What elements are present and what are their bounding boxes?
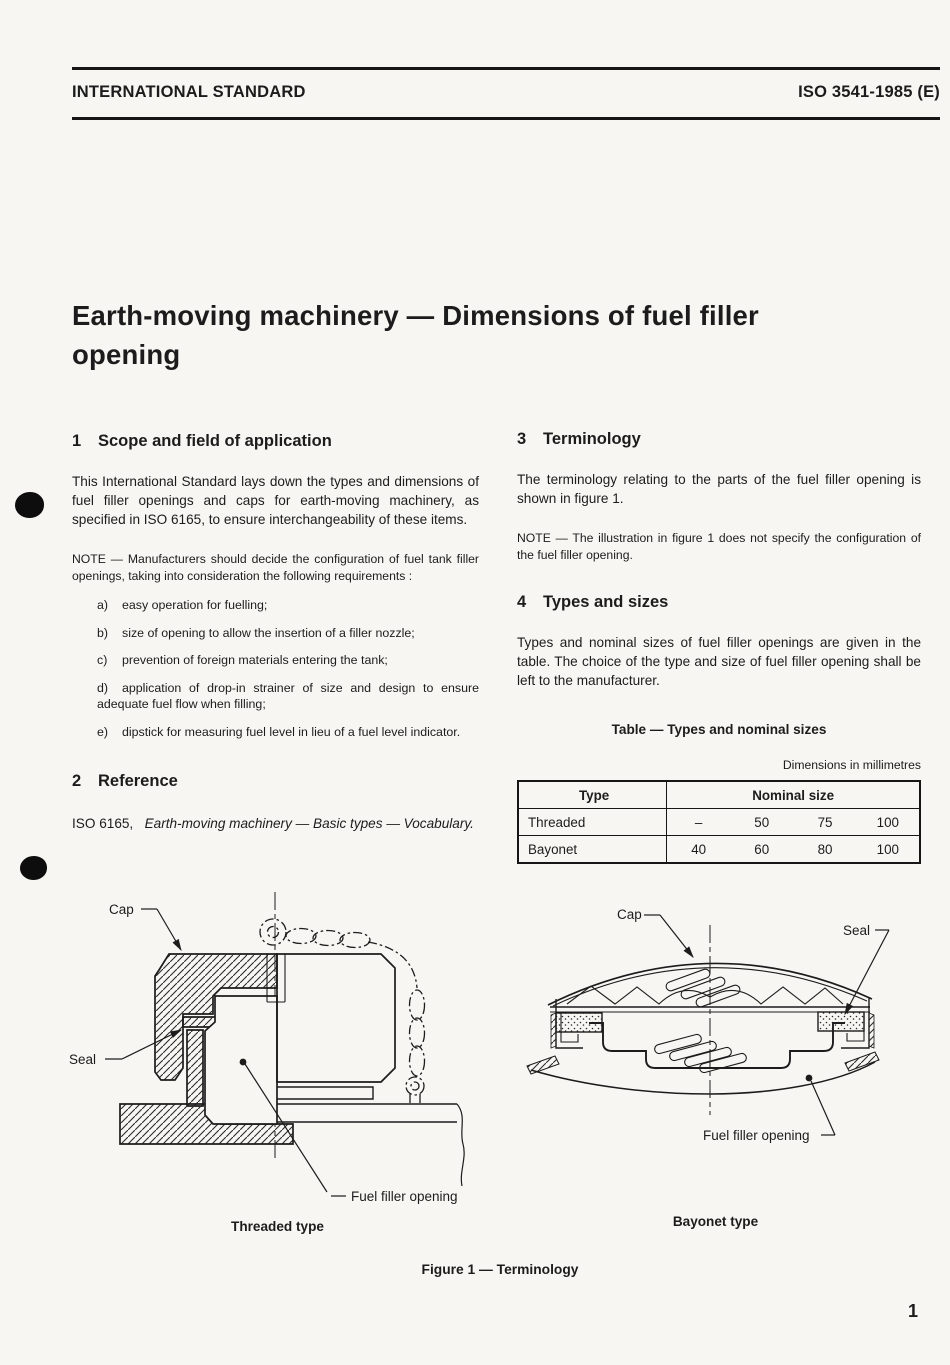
cell-size: 100 [856,835,920,863]
cap-label: Cap [109,902,134,917]
table-title: Table — Types and nominal sizes [611,722,827,737]
standard-number: ISO 3541-1985 (E) [798,83,940,101]
page-number: 1 [908,1301,919,1321]
cap-cross-section [119,953,294,1145]
retaining-chain [259,918,426,1104]
section-4-paragraph: Types and nominal sizes of fuel filler o… [517,635,921,688]
section-1-note: NOTE — Manufacturers should decide the c… [72,552,479,583]
cell-size: – [666,808,731,836]
list-item: b)size of opening to allow the insertion… [97,625,415,640]
requirements-list: a)easy operation for fuelling; b)size of… [72,597,479,740]
punch-hole-mark [20,856,47,880]
cell-size: 100 [856,808,920,836]
punch-hole-mark [15,492,44,518]
reference-entry: ISO 6165, Earth-moving machinery — Basic… [72,816,474,831]
cell-size: 60 [730,835,794,863]
tank-flange [526,1051,880,1095]
tank-wall [530,1061,876,1095]
cap-side-walls [550,997,875,1049]
page-title: Earth-moving machinery — Dimensions of f… [72,300,759,370]
table-row: Threaded – 50 75 100 [518,808,920,836]
list-item: c)prevention of foreign materials enteri… [97,653,388,667]
list-item: a)easy operation for fuelling; [97,598,268,612]
fuel-filler-opening-label: Fuel filler opening [351,1189,458,1204]
wave-spring [566,985,844,1005]
list-item: e)dipstick for measuring fuel level in l… [97,724,461,739]
seal-right [817,1011,865,1032]
cell-type: Threaded [518,808,668,836]
column-header-type: Type [518,781,668,809]
section-3-paragraph: The terminology relating to the parts of… [517,472,921,506]
fuel-filler-opening-label: Fuel filler opening [703,1128,810,1143]
table-row: Bayonet 40 60 80 100 [518,835,920,863]
cap-exterior-view [266,953,465,1187]
coil-spring-upper [665,968,741,1008]
cell-type: Bayonet [518,835,668,863]
filler-neck-section [186,1029,204,1107]
bayonet-type-caption: Bayonet type [672,1214,759,1229]
inner-pan [589,1022,845,1069]
figure-1-caption: Figure 1 — Terminology [421,1262,579,1277]
list-item: d)application of drop-in strainer of siz… [97,680,479,712]
cell-size: 50 [730,808,794,836]
leader-lines [644,914,890,1136]
cap-label: Cap [617,907,642,922]
header-row: INTERNATIONAL STANDARD ISO 3541-1985 (E) [72,83,940,102]
section-1-paragraph: This International Standard lays down th… [72,474,479,527]
cell-size: 40 [666,835,731,863]
section-3-note: NOTE — The illustration in figure 1 does… [517,531,921,562]
table-units-note: Dimensions in millimetres [782,758,921,772]
header-rule-bottom [72,117,940,120]
leader-lines [105,908,346,1197]
opening-reference-dot [239,1058,247,1066]
coil-spring-lower [654,1033,747,1074]
figure-threaded-type-drawing: Cap Seal Fuel filler opening [69,892,465,1204]
table-header-row: Type Nominal size [518,781,920,809]
header-rule-top [72,67,940,70]
seal-label: Seal [843,923,870,938]
types-sizes-table: Type Nominal size Threaded – 50 75 100 B… [517,780,921,864]
seal-label: Seal [69,1052,96,1067]
figure-bayonet-type-drawing: Cap Seal Fuel filler opening [526,907,890,1143]
cell-size: 80 [793,835,857,863]
opening-reference-dot [805,1074,813,1082]
column-header-nominal-size: Nominal size [666,781,920,809]
cell-size: 75 [793,808,857,836]
document-kind: INTERNATIONAL STANDARD [72,83,306,101]
threaded-type-caption: Threaded type [231,1219,324,1234]
